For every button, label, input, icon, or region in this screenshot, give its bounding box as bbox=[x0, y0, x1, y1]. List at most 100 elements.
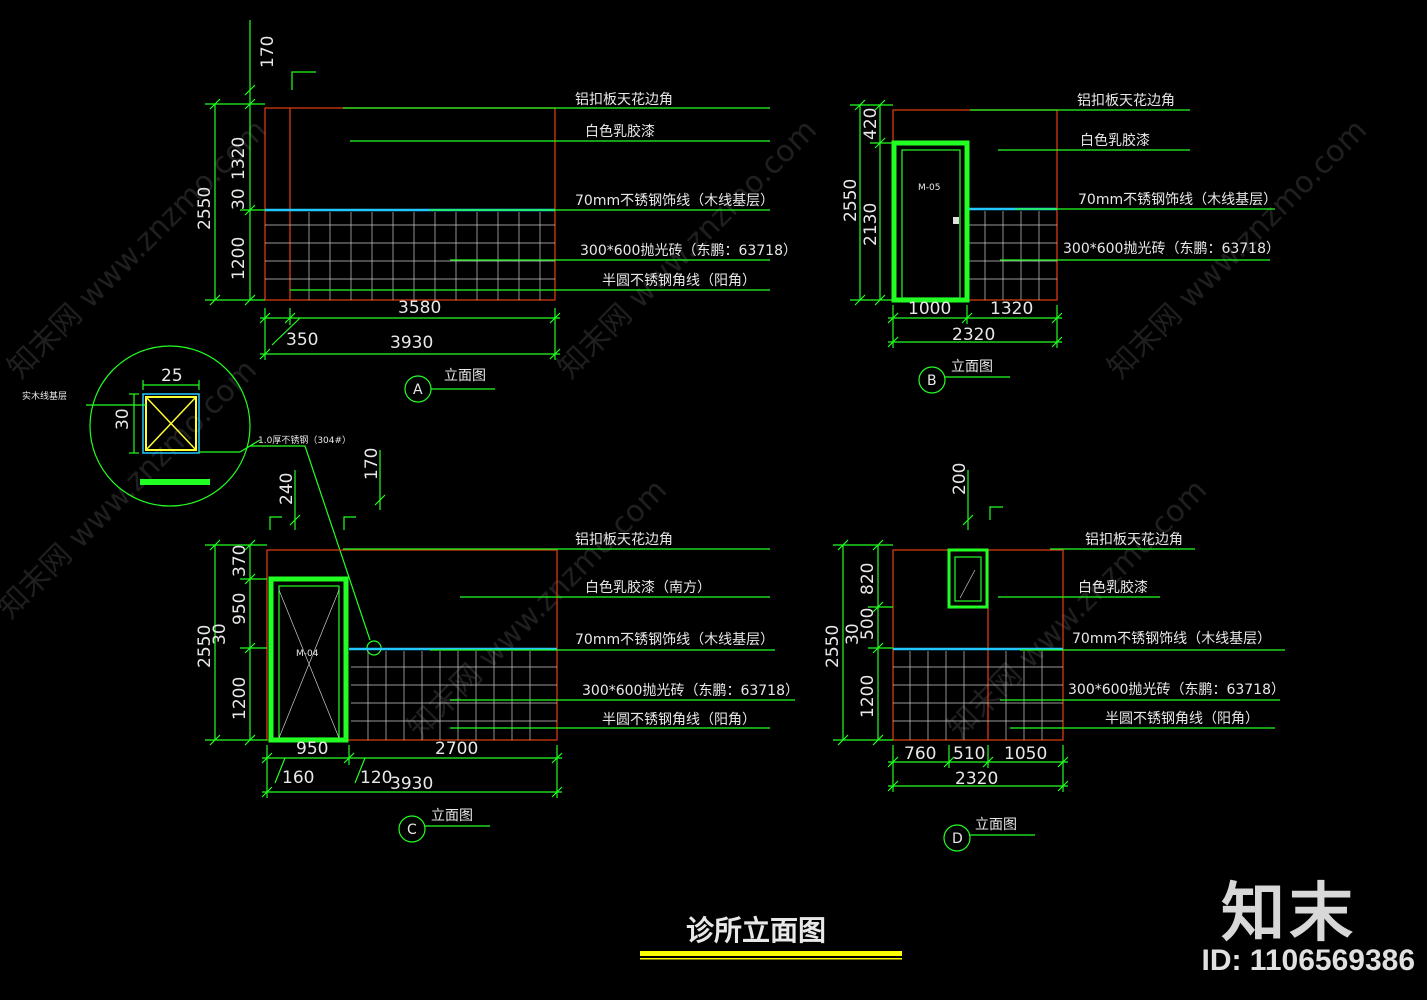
annotation-leaders bbox=[269, 516, 795, 729]
elevation-tag-circle bbox=[943, 824, 971, 852]
dim-2320: 2320 bbox=[952, 325, 995, 345]
dim-2550: 2550 bbox=[841, 179, 861, 222]
note-latex-paint: 白色乳胶漆（南方） bbox=[585, 579, 711, 596]
detail-label-base: 实木线基层 bbox=[22, 390, 67, 402]
dim-1320: 1320 bbox=[229, 137, 249, 180]
horizontal-dimension-lines bbox=[887, 305, 1063, 348]
tile-grid bbox=[968, 211, 1057, 300]
watermark: 知末网 www.znzmo.com bbox=[401, 473, 674, 746]
note-latex-paint: 白色乳胶漆 bbox=[1078, 579, 1148, 596]
dim-3930: 3930 bbox=[390, 333, 433, 353]
annotation-leaders bbox=[989, 506, 1285, 729]
door-leaf bbox=[278, 585, 340, 739]
dim-950: 950 bbox=[230, 593, 250, 625]
dim-120: 120 bbox=[360, 768, 392, 788]
dim-2550: 2550 bbox=[195, 625, 215, 668]
horizontal-dimension-lines bbox=[261, 745, 563, 798]
dim-240: 240 bbox=[277, 473, 297, 505]
horizontal-dimension-lines bbox=[887, 745, 1069, 792]
dim-820: 820 bbox=[858, 563, 878, 595]
dim-2550: 2550 bbox=[823, 625, 843, 668]
dim-30: 30 bbox=[843, 623, 863, 645]
note-ceiling-edge: 铝扣板天花边角 bbox=[1077, 93, 1175, 109]
dim-200: 200 bbox=[950, 463, 970, 495]
note-latex-paint: 白色乳胶漆 bbox=[585, 123, 655, 140]
vertical-dimension-lines bbox=[205, 450, 386, 746]
elevation-c: M-04 铝扣板天花边角 白色乳胶漆（南方） 70mm不锈钢饰线（木线基层） 3… bbox=[195, 448, 799, 843]
elevation-tag-circle bbox=[918, 366, 946, 394]
title-underline bbox=[640, 951, 902, 956]
section-detail: 25 30 实木线基层 1.0厚不锈钢（304#） bbox=[22, 345, 382, 656]
dim-3930: 3930 bbox=[390, 774, 433, 794]
detail-label-steel: 1.0厚不锈钢（304#） bbox=[258, 434, 351, 446]
image-id-label: ID: 1106569386 bbox=[1201, 944, 1415, 977]
drawing-title: 诊所立面图 bbox=[686, 914, 826, 947]
vertical-dimension-lines bbox=[833, 470, 974, 746]
elevation-a: 铝扣板天花边角 白色乳胶漆 70mm不锈钢饰线（木线基层） 300*600抛光砖… bbox=[195, 20, 797, 403]
dim-3580: 3580 bbox=[398, 298, 441, 318]
elevation-d: 铝扣板天花边角 白色乳胶漆 70mm不锈钢饰线（木线基层） 300*600抛光砖… bbox=[823, 463, 1285, 852]
note-steel-trim: 70mm不锈钢饰线（木线基层） bbox=[1078, 191, 1277, 208]
door-handle bbox=[953, 217, 959, 224]
elevation-tag: D bbox=[952, 831, 963, 847]
dim-1200: 1200 bbox=[229, 237, 249, 280]
note-corner-bead: 半圆不锈钢角线（阳角） bbox=[602, 712, 756, 728]
tile-grid bbox=[893, 651, 1063, 740]
elevation-tag-circle bbox=[398, 815, 426, 843]
wall-outline bbox=[892, 109, 1058, 301]
elevation-caption: 立面图 bbox=[975, 817, 1017, 833]
dim-1050: 1050 bbox=[1004, 744, 1047, 764]
note-ceiling-edge: 铝扣板天花边角 bbox=[575, 532, 673, 548]
vertical-dimension-lines bbox=[205, 20, 265, 306]
door-frame bbox=[268, 576, 349, 743]
note-tile: 300*600抛光砖（东鹏：63718） bbox=[582, 683, 799, 699]
note-tile: 300*600抛光砖（东鹏：63718） bbox=[580, 243, 797, 259]
elevation-tag: C bbox=[407, 822, 417, 838]
elevation-caption: 立面图 bbox=[951, 359, 993, 375]
dim-170: 170 bbox=[362, 448, 382, 480]
elevation-b: M-05 铝扣板天花边角 白色乳胶漆 70mm不锈钢饰线（木线基层） 300*6… bbox=[841, 93, 1280, 394]
brand-logo: 知末 bbox=[1221, 877, 1357, 951]
dim-2550: 2550 bbox=[195, 187, 215, 230]
dim-1200: 1200 bbox=[858, 675, 878, 718]
dim-2320: 2320 bbox=[955, 769, 998, 789]
vertical-dimension-lines bbox=[850, 99, 893, 306]
annotation-leaders bbox=[290, 71, 770, 291]
dim-30: 30 bbox=[229, 188, 249, 210]
horizontal-dimension-lines bbox=[259, 308, 561, 360]
window-frame bbox=[947, 548, 989, 609]
trim-profile bbox=[140, 479, 210, 485]
wall-outline bbox=[266, 549, 558, 741]
door-frame bbox=[891, 140, 970, 303]
note-ceiling-edge: 铝扣板天花边角 bbox=[575, 92, 673, 108]
door-code: M-04 bbox=[296, 649, 319, 659]
tile-grid bbox=[351, 651, 557, 740]
annotation-leaders bbox=[970, 109, 1275, 261]
dim-30: 30 bbox=[210, 623, 230, 645]
note-steel-trim: 70mm不锈钢饰线（木线基层） bbox=[1072, 630, 1271, 647]
detail-dim-height: 30 bbox=[113, 408, 133, 430]
dim-2130: 2130 bbox=[861, 203, 881, 246]
dim-160: 160 bbox=[282, 768, 314, 788]
note-steel-trim: 70mm不锈钢饰线（木线基层） bbox=[575, 631, 774, 648]
dim-420: 420 bbox=[861, 108, 881, 140]
note-steel-trim: 70mm不锈钢饰线（木线基层） bbox=[575, 192, 774, 209]
note-ceiling-edge: 铝扣板天花边角 bbox=[1085, 532, 1183, 548]
dim-170: 170 bbox=[258, 36, 278, 68]
dim-510: 510 bbox=[953, 744, 985, 764]
dim-2700: 2700 bbox=[435, 739, 478, 759]
wall-outline bbox=[264, 107, 556, 301]
door-code: M-05 bbox=[918, 183, 940, 193]
watermark: 知末网 www.znzmo.com bbox=[941, 473, 1214, 746]
timber-block bbox=[145, 396, 197, 451]
dim-370: 370 bbox=[230, 545, 250, 577]
dim-350: 350 bbox=[286, 330, 318, 350]
note-tile: 300*600抛光砖（东鹏：63718） bbox=[1063, 241, 1280, 257]
note-tile: 300*600抛光砖（东鹏：63718） bbox=[1068, 682, 1285, 698]
dim-500: 500 bbox=[858, 608, 878, 640]
detail-circle bbox=[89, 345, 251, 507]
dim-950-h: 950 bbox=[296, 739, 328, 759]
elevation-tag: A bbox=[413, 382, 423, 398]
dim-1200: 1200 bbox=[230, 677, 250, 720]
